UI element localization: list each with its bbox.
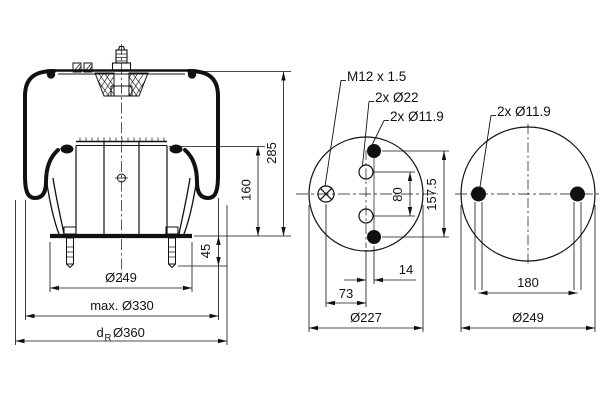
dim-top-plate-diameter-label: Ø227 — [350, 310, 382, 325]
bottom-view-leader — [479, 115, 496, 188]
dim-base-diameter-label: Ø249 — [105, 270, 137, 285]
top-view: M12 x 1.5 2x Ø22 2x Ø11.9 80 — [296, 69, 449, 332]
side-view-dimensions: 285 160 45 Ø249 max. Ø330 — [15, 71, 291, 345]
dim-inner-spacing: 80 — [390, 172, 413, 216]
side-view — [23, 44, 220, 282]
dim-max-diameter: max. Ø330 — [25, 298, 219, 319]
dim-rim-value-label: Ø360 — [113, 325, 145, 340]
dim-rim-diameter: d R Ø360 — [15, 325, 227, 344]
bellows-outline — [23, 69, 220, 201]
rubber-bumper — [94, 72, 149, 97]
bead-right — [169, 144, 183, 154]
piston-skirt — [46, 177, 197, 235]
dim-outer-spacing: 157.5 — [424, 151, 447, 237]
dim-max-diameter-label: max. Ø330 — [90, 298, 154, 313]
dim-bottom-plate-diameter-label: Ø249 — [512, 310, 544, 325]
dim-stud-length-label: 45 — [198, 244, 213, 258]
dim-bolt-offset-label: 14 — [399, 262, 413, 277]
dim-piston-height: 160 — [239, 146, 261, 236]
bead-left — [60, 144, 74, 154]
dim-stud-spacing: 180 — [478, 275, 578, 296]
bumper-nut — [110, 85, 133, 97]
piston-serration — [79, 137, 165, 142]
dim-fitting-offset: 73 — [326, 286, 366, 306]
air-inlet-fitting — [72, 62, 93, 73]
top-view-dimensions: 80 157.5 14 73 — [308, 144, 449, 332]
stud-hole-right — [570, 186, 585, 202]
label-holes-small: 2x Ø11.9 — [390, 109, 444, 124]
hole-large-bottom — [358, 208, 374, 224]
dim-bottom-plate-diameter: Ø249 — [461, 310, 595, 331]
label-bottom-holes: 2x Ø11.9 — [497, 104, 551, 119]
dim-stud-spacing-label: 180 — [517, 275, 539, 290]
dim-inner-spacing-label: 80 — [390, 187, 405, 201]
top-mounting-stud — [111, 45, 132, 71]
label-holes-large: 2x Ø22 — [375, 90, 419, 105]
dim-rim-sub-label: R — [105, 333, 112, 344]
top-view-leaders — [324, 80, 389, 187]
dim-top-plate-diameter: Ø227 — [309, 310, 423, 331]
stud-hole-left — [471, 186, 486, 202]
dim-total-height-label: 285 — [264, 142, 279, 164]
dim-total-height: 285 — [264, 71, 286, 236]
bottom-view-dimensions: 180 Ø249 — [460, 202, 596, 332]
label-thread: M12 x 1.5 — [347, 69, 406, 84]
piston — [60, 137, 183, 234]
dim-rim-d-label: d — [97, 325, 104, 340]
dim-bolt-offset: 14 — [344, 262, 416, 283]
dim-base-diameter: Ø249 — [50, 270, 192, 291]
hole-large-top — [358, 164, 374, 180]
bottom-mounting-studs — [63, 226, 179, 269]
dim-piston-height-label: 160 — [239, 179, 254, 201]
dim-outer-spacing-label: 157.5 — [424, 178, 439, 211]
bumper-hatch-left — [95, 73, 114, 96]
air-fitting-symbol — [317, 185, 335, 203]
bottom-view: 2x Ø11.9 180 Ø249 — [455, 104, 599, 332]
dim-fitting-offset-label: 73 — [339, 286, 353, 301]
dim-stud-length: 45 — [198, 236, 221, 266]
